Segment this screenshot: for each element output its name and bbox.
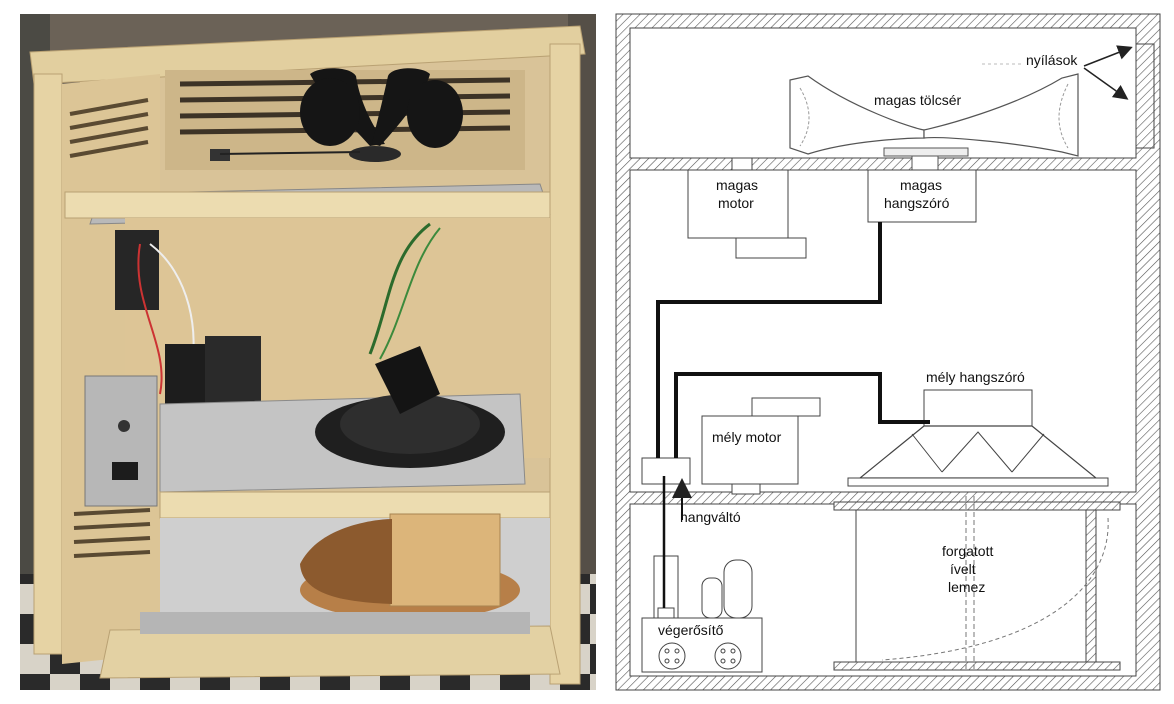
label-crossover: hangváltó <box>680 509 741 525</box>
label-amplifier: végerősítő <box>658 622 724 638</box>
label-treble-horn: magas tölcsér <box>874 92 961 108</box>
treble-driver-box <box>867 169 977 223</box>
treble-horn-shape <box>789 73 1079 157</box>
base-sheet <box>140 612 530 634</box>
horn-mount <box>883 147 969 157</box>
top-openings <box>1135 43 1155 149</box>
cabinet-diagram: nyílások magas tölcsér magas motor magas… <box>615 13 1161 691</box>
amplifier-tube-2 <box>701 577 723 619</box>
cable-to-treble-driver <box>656 222 882 458</box>
label-rotating-plate-1: forgatott <box>942 543 993 559</box>
bass-speaker-magnet <box>923 389 1033 427</box>
label-bass-speaker: mély hangszóró <box>926 369 1025 385</box>
label-treble-motor-1: magas <box>716 177 758 193</box>
rotor-top-plate <box>833 501 1121 511</box>
opening-arrow-2 <box>1083 67 1129 100</box>
horn-motor-pulley <box>210 149 230 161</box>
label-rotating-plate-3: lemez <box>948 579 985 595</box>
label-rotating-plate-2: ívelt <box>950 561 976 577</box>
fuse-holder <box>118 420 130 432</box>
cabinet-top <box>29 25 586 85</box>
treble-horns <box>300 68 463 162</box>
bass-motor-box <box>701 415 799 485</box>
amplifier-sockets <box>658 642 742 670</box>
left-vent-slots <box>69 98 151 558</box>
rotor-right-post <box>1085 509 1097 663</box>
cable-to-bass-speaker <box>674 372 930 458</box>
woofer-cone <box>340 394 480 454</box>
label-openings: nyílások <box>1026 52 1078 68</box>
shelf-upper <box>64 191 551 219</box>
wires-green <box>368 222 431 355</box>
terminal-block <box>115 230 159 310</box>
rotor-bottom-plate <box>833 661 1121 671</box>
woofer-magnet <box>375 346 440 414</box>
label-treble-driver-1: magas <box>900 177 942 193</box>
control-plate <box>84 375 158 507</box>
opening-arrow-1 <box>1083 45 1133 67</box>
label-treble-motor-2: motor <box>718 195 754 211</box>
cabinet-left-post <box>33 73 63 655</box>
horn-belt <box>219 151 361 155</box>
cabinet-right-post <box>549 43 581 685</box>
bass-drum-baffle <box>389 513 501 607</box>
amplifier-tube-3 <box>723 559 753 619</box>
cabinet-photo <box>20 14 596 690</box>
crossover-box <box>641 457 691 485</box>
power-socket <box>112 462 138 480</box>
wires-left <box>137 243 163 395</box>
label-bass-motor: mély motor <box>712 429 782 445</box>
label-treble-driver-2: hangszóró <box>884 195 950 211</box>
